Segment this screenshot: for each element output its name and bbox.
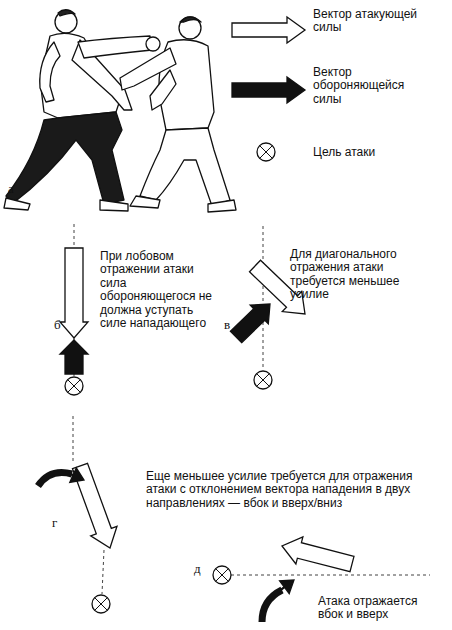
attack-line: [263, 226, 264, 370]
attack-line: [102, 550, 104, 594]
defence-arrow-head: [278, 580, 294, 594]
fighters-figure: [4, 10, 236, 212]
defence-arrow-head: [66, 468, 84, 483]
panel-letter: б: [54, 318, 68, 333]
target-symbol: [254, 371, 272, 389]
target-symbol: [213, 566, 231, 584]
target-symbol: [92, 595, 110, 613]
legend-defence-arrow: [232, 77, 305, 103]
legend-attack-arrow: [232, 17, 305, 43]
legend-text: Вектор атакующей силы: [313, 8, 423, 35]
attack-arrow: [60, 248, 88, 338]
attack-line: [73, 416, 74, 462]
note: При лобовом отражении атаки сила обороня…: [100, 250, 222, 331]
defence-arrow: [230, 304, 270, 343]
panel-letter: д: [194, 562, 208, 577]
legend-text: Вектор обороняющейся силы: [313, 66, 417, 106]
attack-arrow: [282, 537, 354, 572]
panel-letter: а: [8, 182, 22, 197]
panel-letter: г: [52, 516, 66, 531]
note: Для диагонального отражения атаки требуе…: [290, 248, 440, 302]
defence-curve: [38, 473, 72, 487]
defence-curve: [262, 590, 282, 622]
panel-letter: в: [224, 318, 238, 333]
legend-text: Цель атаки: [313, 146, 433, 159]
target-symbol: [65, 377, 83, 395]
attack-line: [231, 575, 430, 576]
target-symbol: [257, 143, 275, 161]
defence-arrow: [60, 340, 88, 374]
note: Еще меньшее усилие требуется для отражен…: [146, 470, 446, 510]
note: Атака отражается вбок и вверх: [318, 595, 444, 622]
